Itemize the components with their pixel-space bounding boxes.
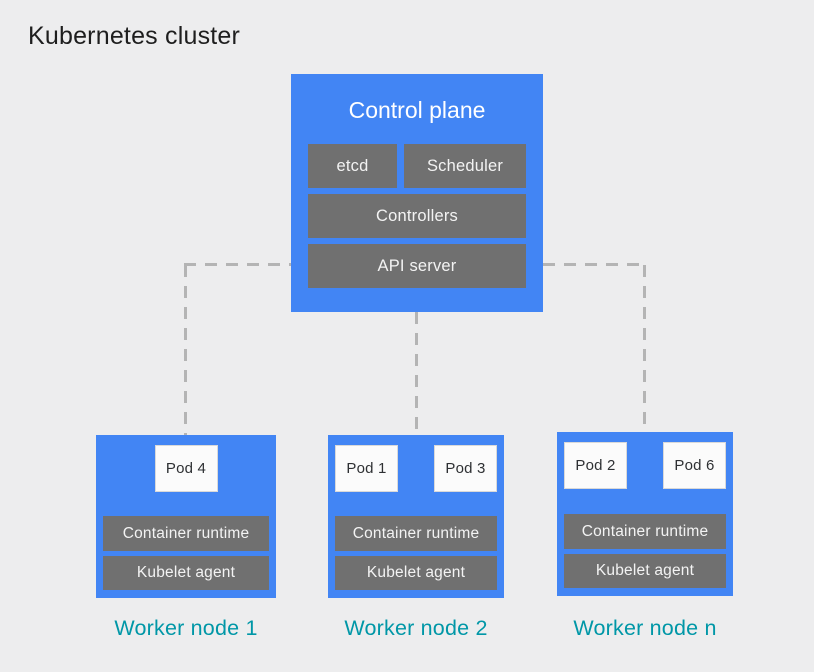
connector-right-vertical (643, 265, 646, 432)
control-plane-title: Control plane (348, 97, 486, 123)
worker-node-2-kubelet-agent: Kubelet agent (335, 556, 497, 590)
worker-node-1-kubelet-agent: Kubelet agent (103, 556, 269, 590)
worker-node-1-box: Pod 4 Container runtime Kubelet agent (96, 435, 276, 598)
control-plane-row-1: etcd Scheduler (308, 144, 526, 188)
connector-left-horizontal (184, 263, 291, 266)
controllers-box: Controllers (308, 194, 526, 238)
pod-4: Pod 4 (154, 445, 218, 492)
worker-node-2-components: Container runtime Kubelet agent (335, 516, 497, 590)
pod-6: Pod 6 (663, 442, 726, 489)
connector-left-vertical (184, 265, 187, 435)
connector-right-horizontal (543, 263, 645, 266)
worker-node-2-label: Worker node 2 (344, 616, 488, 640)
connector-middle-vertical (415, 312, 418, 435)
control-plane-row-3: API server (308, 244, 526, 288)
diagram-title: Kubernetes cluster (28, 22, 241, 50)
worker-node-n-components: Container runtime Kubelet agent (564, 514, 726, 588)
worker-node-2-box: Pod 1 Pod 3 Container runtime Kubelet ag… (328, 435, 504, 598)
pod-1: Pod 1 (335, 445, 398, 492)
worker-node-1-components: Container runtime Kubelet agent (103, 516, 269, 590)
worker-node-n-label: Worker node n (573, 616, 717, 640)
control-plane-box: Control plane etcd Scheduler Controllers… (291, 74, 543, 312)
worker-node-n-pods: Pod 2 Pod 6 (564, 442, 726, 489)
worker-node-2-container-runtime: Container runtime (335, 516, 497, 551)
worker-node-n-kubelet-agent: Kubelet agent (564, 554, 726, 588)
worker-node-1-pods: Pod 4 (103, 445, 269, 492)
worker-node-1-container-runtime: Container runtime (103, 516, 269, 551)
api-server-box: API server (308, 244, 526, 288)
worker-node-1-label: Worker node 1 (114, 616, 258, 640)
scheduler-box: Scheduler (404, 144, 526, 188)
pod-3: Pod 3 (434, 445, 497, 492)
worker-node-n-container-runtime: Container runtime (564, 514, 726, 549)
etcd-box: etcd (308, 144, 397, 188)
control-plane-row-2: Controllers (308, 194, 526, 238)
worker-node-2-pods: Pod 1 Pod 3 (335, 445, 497, 492)
pod-2: Pod 2 (564, 442, 627, 489)
worker-node-n-box: Pod 2 Pod 6 Container runtime Kubelet ag… (557, 432, 733, 596)
